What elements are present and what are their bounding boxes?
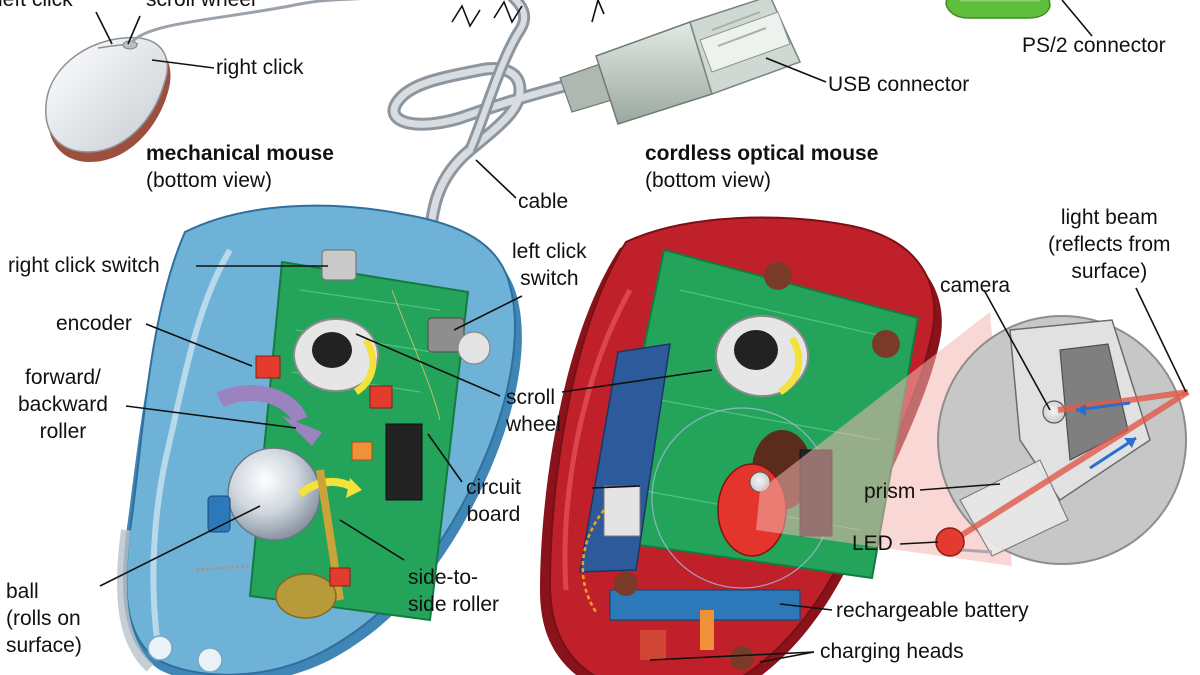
label-usb-connector: USB connector [828,73,970,96]
label-ps2-connector: PS/2 connector [1022,34,1166,57]
subtitle-mechanical-mouse: (bottom view) [146,169,273,192]
label-light-beam: light beam (reflects from surface) [1048,206,1171,283]
label-encoder: encoder [56,312,132,335]
label-ball: ball (rolls on surface) [6,580,82,657]
sensor-inset [756,312,1190,566]
label-forward-backward-roller: forward/ backward roller [18,366,108,443]
subtitle-optical-mouse: (bottom view) [645,169,772,192]
mechanical-parts [195,249,491,619]
title-optical-mouse: cordless optical mouse [645,142,879,165]
top-view-mouse [45,36,171,162]
label-right-click-switch: right click switch [8,254,160,277]
mouse-cable [387,0,605,257]
title-mechanical-mouse: mechanical mouse [146,142,334,165]
leader-lines [95,0,1187,663]
label-right-click: right click [216,56,304,79]
label-left-click-switch: left click switch [512,240,587,290]
label-scroll-wheel: scroll wheel [506,386,561,436]
label-charging-heads: charging heads [820,640,964,663]
top-mouse-cable [130,0,364,44]
label-circuit-board: circuit board [466,476,521,526]
usb-connector-shape [559,0,802,125]
label-cable: cable [518,190,569,213]
label-led: LED [852,532,893,555]
label-scroll-wheel-top: scroll wheel [146,0,256,13]
ps2-connector-shape [945,0,1051,19]
label-side-to-side-roller: side-to- side roller [408,566,500,616]
label-camera: camera [940,274,1011,297]
label-left-click: left click [0,0,73,13]
label-rechargeable-battery: rechargeable battery [836,599,1029,622]
label-prism: prism [864,480,916,503]
